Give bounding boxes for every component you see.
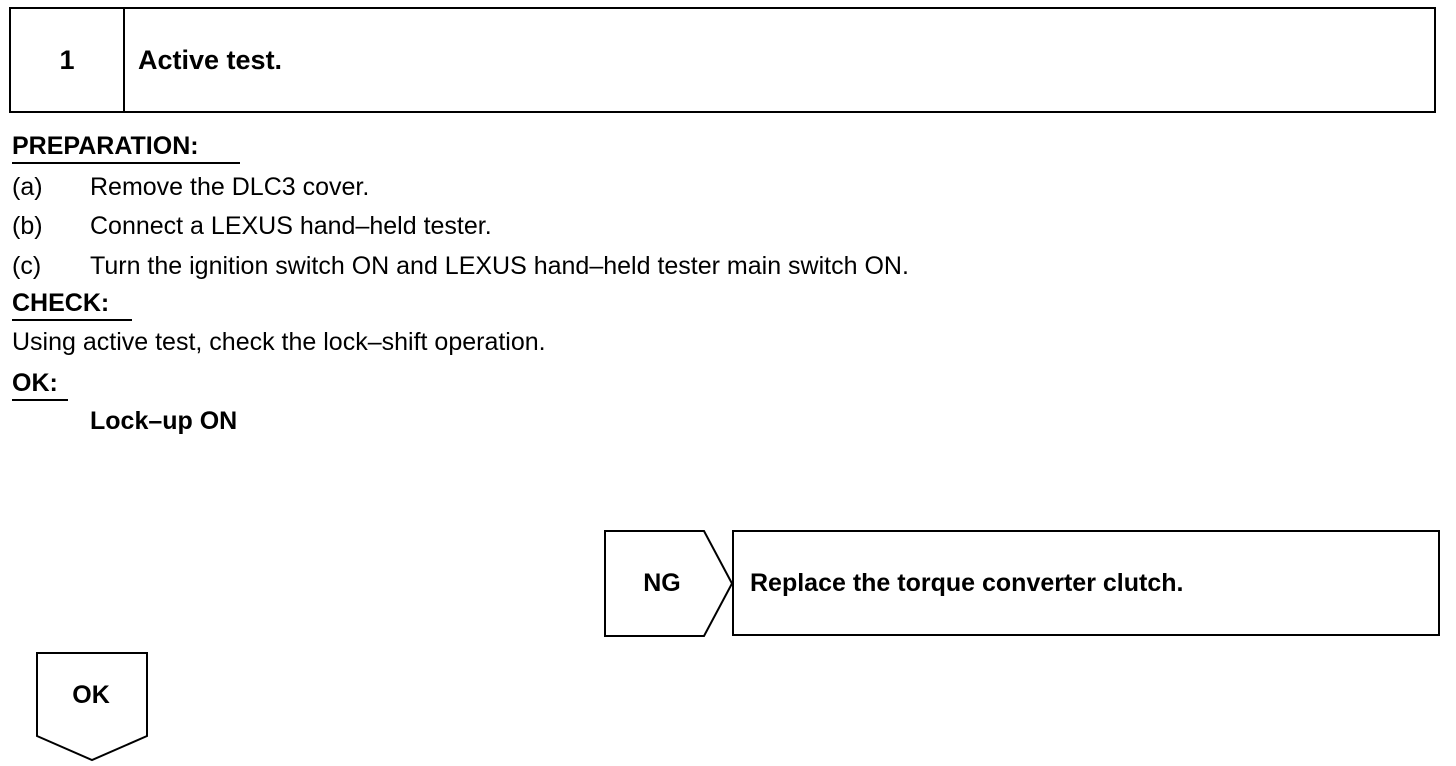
ok-down-arrow-shape — [36, 652, 148, 762]
step-title: Active test. — [138, 44, 283, 75]
ng-result-text: Replace the torque converter clutch. — [750, 568, 1184, 597]
check-text: Using active test, check the lock–shift … — [12, 328, 546, 356]
ok-value: Lock–up ON — [90, 407, 238, 435]
item-letter: (b) — [12, 212, 43, 240]
preparation-item: (a) Remove the DLC3 cover. — [12, 172, 369, 202]
preparation-heading: PREPARATION: — [12, 131, 240, 164]
step-number: 1 — [11, 9, 125, 111]
preparation-item: (b) Connect a LEXUS hand–held tester. — [12, 211, 492, 241]
ng-result-box: Replace the torque converter clutch. — [732, 530, 1440, 636]
preparation-item: (c) Turn the ignition switch ON and LEXU… — [12, 251, 909, 281]
ok-heading: OK: — [12, 368, 68, 401]
ng-label: NG — [643, 569, 681, 597]
ng-arrow-shape — [604, 530, 734, 637]
check-heading: CHECK: — [12, 288, 132, 321]
item-text: Turn the ignition switch ON and LEXUS ha… — [90, 252, 909, 280]
item-text: Connect a LEXUS hand–held tester. — [90, 212, 492, 240]
item-letter: (a) — [12, 173, 43, 201]
item-text: Remove the DLC3 cover. — [90, 173, 370, 201]
item-letter: (c) — [12, 252, 42, 280]
step-header: 1 Active test. — [9, 7, 1436, 113]
ok-label: OK — [72, 680, 110, 709]
